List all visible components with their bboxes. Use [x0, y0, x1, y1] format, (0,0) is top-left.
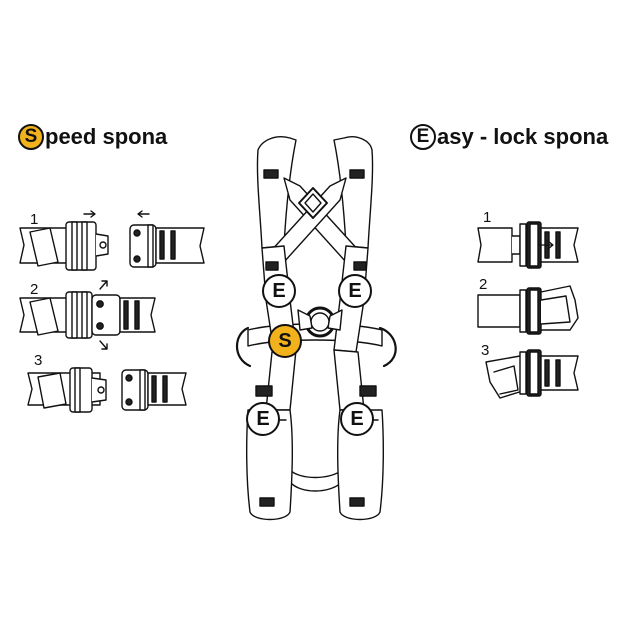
easy-step-3-number: 3 — [481, 342, 490, 359]
easy-lock-legend-label: asy - lock spona — [437, 124, 609, 149]
easy-step-1-number: 1 — [483, 209, 492, 226]
speed-step-1-illustration — [19, 210, 205, 271]
speed-step-3-illustration — [27, 367, 187, 413]
speed-step-1-number: 1 — [30, 211, 39, 228]
easy-step-3-illustration — [485, 349, 579, 399]
speed-step-2-illustration — [19, 280, 156, 350]
easy-lock-chest-left-marker: E — [262, 274, 296, 308]
easy-step-1-illustration — [477, 221, 579, 269]
easy-lock-badge-icon: E — [410, 124, 436, 150]
speed-badge-icon: S — [18, 124, 44, 150]
speed-step-2-number: 2 — [30, 281, 39, 298]
speed-center-marker: S — [268, 324, 302, 358]
speed-step-3-number: 3 — [34, 352, 43, 369]
full-body-harness-illustration — [235, 136, 397, 521]
easy-lock-leg-right-marker: E — [340, 402, 374, 436]
easy-step-2-number: 2 — [479, 276, 488, 293]
easy-lock-chest-right-marker: E — [338, 274, 372, 308]
easy-lock-buckle-legend: E asy - lock spona — [410, 124, 608, 150]
easy-lock-leg-left-marker: E — [246, 402, 280, 436]
speed-buckle-legend: S peed spona — [18, 124, 167, 150]
speed-legend-label: peed spona — [45, 124, 168, 149]
easy-step-2-illustration — [477, 285, 579, 335]
